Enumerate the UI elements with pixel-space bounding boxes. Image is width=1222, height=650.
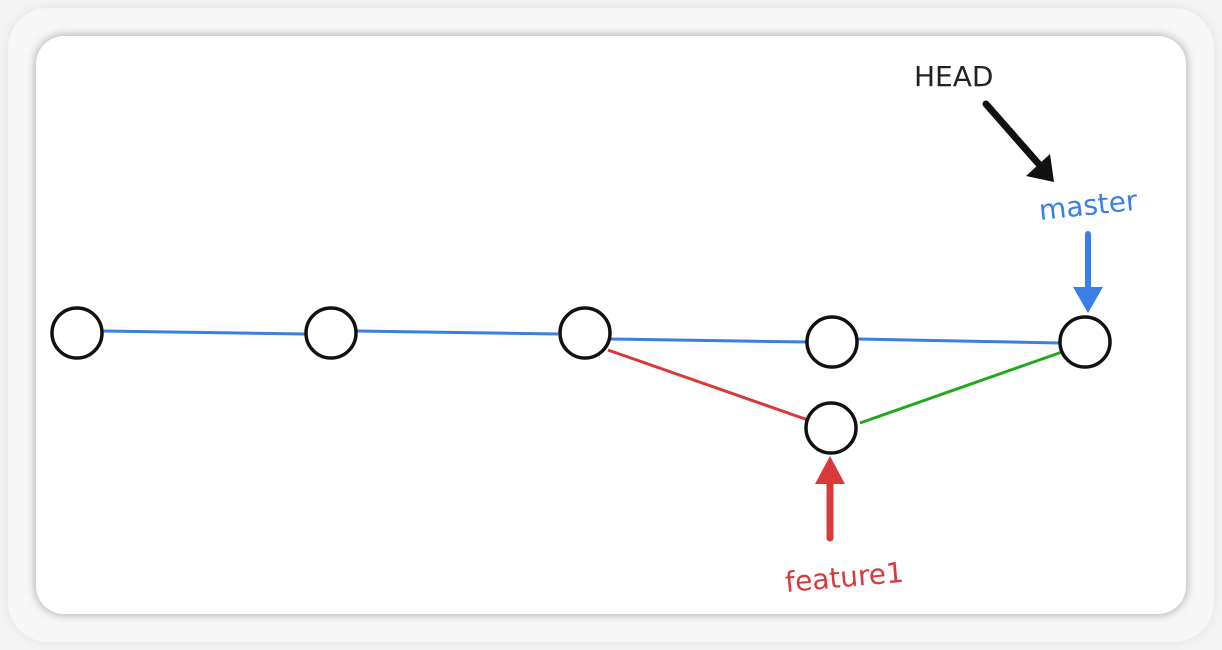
edge-c2-c3 [356, 329, 559, 336]
commit-node-4 [805, 315, 859, 369]
feature-branch-label: feature1 [784, 556, 905, 599]
head-label: HEAD [914, 60, 993, 93]
feature-arrow-head [815, 456, 845, 484]
diagram-card [36, 36, 1186, 614]
commit-node-1 [50, 306, 104, 360]
edge-c3-c4 [609, 337, 808, 344]
edge-c4-c5 [857, 337, 1061, 345]
commit-node-5 [1058, 315, 1112, 369]
edge-feature-c5 [859, 350, 1063, 425]
head-arrow-shaft [982, 100, 1048, 174]
head-arrow-head [1026, 154, 1054, 182]
commit-node-3 [558, 306, 612, 360]
edge-c3-feature [607, 348, 809, 422]
commit-node-feature [804, 401, 858, 455]
edge-c1-c2 [102, 329, 306, 336]
commit-node-2 [304, 306, 358, 360]
master-arrow-head [1073, 287, 1103, 313]
master-branch-label: master [1037, 184, 1139, 227]
